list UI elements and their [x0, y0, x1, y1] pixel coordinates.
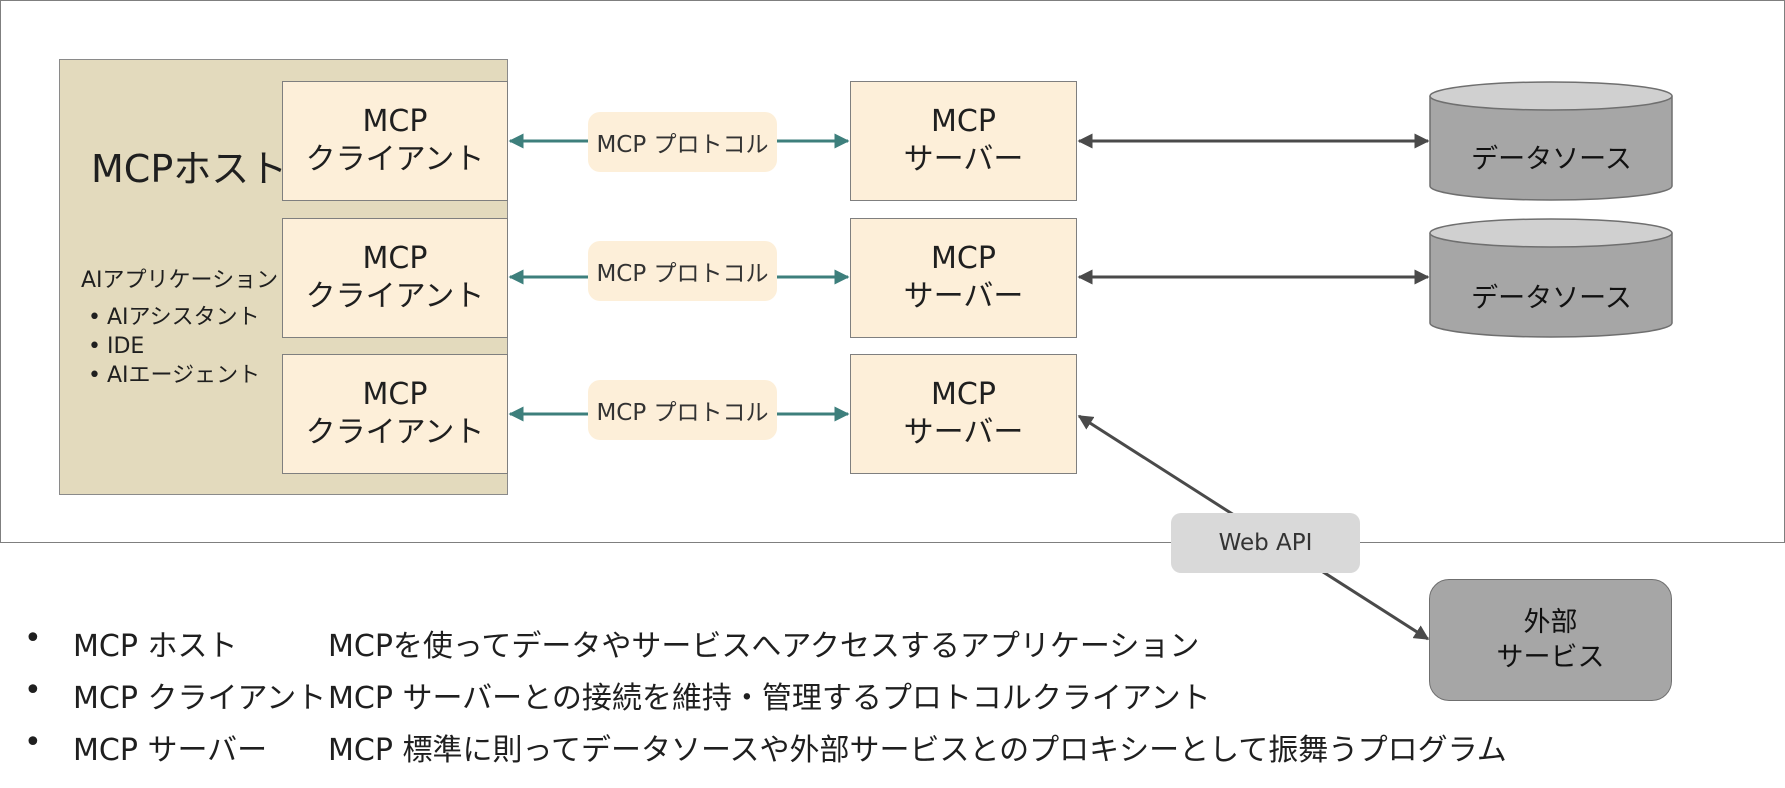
server-line1: MCP: [931, 104, 996, 139]
host-app-item: IDE: [88, 332, 260, 361]
client-line2: クライアント: [305, 142, 485, 177]
host-app-item: AIアシスタント: [88, 303, 260, 332]
datasource-label: データソース: [1471, 144, 1632, 175]
mcp-server-box: MCP サーバー: [850, 81, 1077, 201]
legend-bullet: •: [24, 725, 42, 760]
server-line2: サーバー: [903, 279, 1024, 314]
server-line1: MCP: [931, 241, 996, 276]
datasource-cylinder: [1429, 81, 1673, 201]
datasource-label: データソース: [1471, 283, 1632, 314]
host-app-list: AIアシスタント IDE AIエージェント: [88, 303, 260, 390]
client-line1: MCP: [362, 377, 428, 412]
client-line2: クライアント: [305, 415, 485, 450]
external-service-box: 外部 サービス: [1429, 579, 1672, 701]
external-line1: 外部: [1523, 607, 1578, 638]
protocol-label: MCP プロトコル: [588, 380, 777, 440]
legend-bullet: •: [24, 673, 42, 708]
protocol-label: MCP プロトコル: [588, 241, 777, 301]
host-title: MCPホスト: [91, 147, 288, 191]
mcp-client-box: MCP クライアント: [282, 354, 508, 474]
mcp-server-box: MCP サーバー: [850, 218, 1077, 338]
legend-term: MCP ホスト: [73, 629, 238, 664]
client-line2: クライアント: [305, 279, 485, 314]
legend-desc: MCP 標準に則ってデータソースや外部サービスとのプロキシーとして振舞うプログラ…: [328, 733, 1507, 768]
server-line2: サーバー: [903, 142, 1024, 177]
mcp-client-box: MCP クライアント: [282, 218, 508, 338]
protocol-label: MCP プロトコル: [588, 112, 777, 172]
external-line2: サービス: [1496, 642, 1605, 673]
client-line1: MCP: [362, 241, 428, 276]
legend-term: MCP クライアント: [73, 681, 327, 716]
host-subtitle: AIアプリケーション: [81, 268, 279, 293]
client-line1: MCP: [362, 104, 428, 139]
mcp-client-box: MCP クライアント: [282, 81, 508, 201]
legend-bullet: •: [24, 621, 42, 656]
web-api-label: Web API: [1171, 513, 1360, 573]
host-app-item: AIエージェント: [88, 361, 260, 390]
server-line2: サーバー: [903, 415, 1024, 450]
server-line1: MCP: [931, 377, 996, 412]
datasource-cylinder: [1429, 218, 1673, 338]
legend-desc: MCP サーバーとの接続を維持・管理するプロトコルクライアント: [328, 681, 1211, 716]
legend-desc: MCPを使ってデータやサービスへアクセスするアプリケーション: [328, 629, 1200, 664]
mcp-server-box: MCP サーバー: [850, 354, 1077, 474]
legend-term: MCP サーバー: [73, 733, 268, 768]
